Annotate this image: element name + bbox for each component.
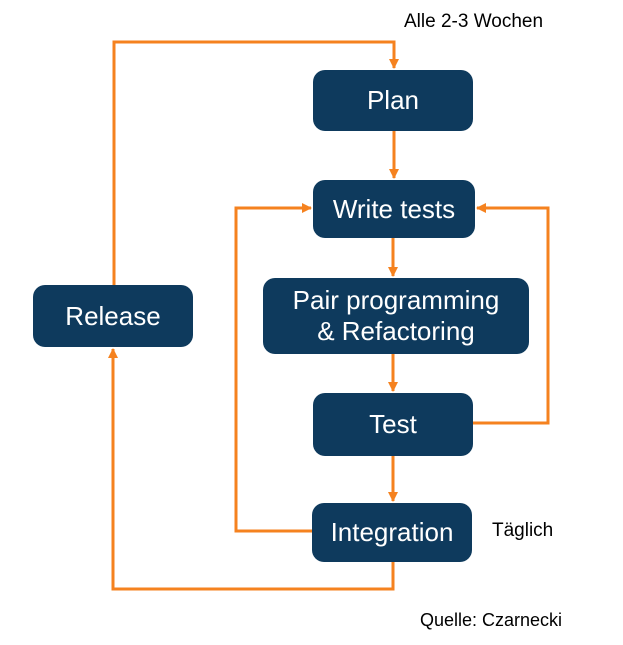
node-plan-label: Plan bbox=[366, 85, 420, 116]
node-pair-programming-label: Pair programming & Refactoring bbox=[292, 285, 500, 346]
daily-label: Täglich bbox=[492, 520, 554, 541]
node-pair-programming: Pair programming & Refactoring bbox=[263, 278, 529, 354]
node-integration-label: Integration bbox=[330, 517, 454, 548]
edge-release-to-plan bbox=[112, 40, 399, 285]
node-integration: Integration bbox=[312, 503, 472, 562]
node-write-tests-label: Write tests bbox=[332, 193, 456, 224]
node-test: Test bbox=[313, 393, 473, 456]
node-release-label: Release bbox=[65, 300, 161, 331]
node-test-label: Test bbox=[369, 409, 417, 440]
node-release: Release bbox=[33, 285, 193, 347]
edge-test-to-write-tests bbox=[473, 203, 550, 425]
edge-integration-to-write-tests bbox=[234, 203, 313, 533]
node-write-tests: Write tests bbox=[313, 180, 475, 238]
cycle-duration-label: Alle 2-3 Wochen bbox=[404, 11, 544, 32]
source-credit-label: Quelle: Czarnecki bbox=[420, 610, 563, 630]
node-plan: Plan bbox=[313, 70, 473, 131]
edge-integration-to-release bbox=[108, 348, 395, 591]
